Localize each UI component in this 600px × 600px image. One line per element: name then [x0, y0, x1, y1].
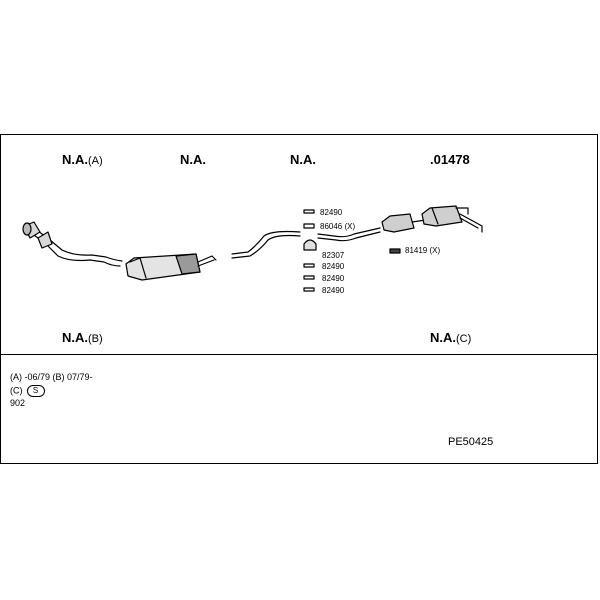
part-number-82490-b: 82490	[322, 262, 345, 271]
intermediate-pipe	[231, 230, 301, 259]
front-silencer	[125, 253, 217, 281]
clamp-icons	[303, 209, 401, 292]
label-na-b: N.A.(B)	[62, 330, 103, 345]
diagram-reference: PE50425	[448, 436, 494, 448]
label-part-01478: .01478	[430, 152, 470, 167]
part-number-86046: 86046 (X)	[320, 222, 356, 231]
diagram-frame	[0, 134, 598, 464]
part-number-82490-c: 82490	[322, 274, 345, 283]
front-pipe	[22, 221, 123, 267]
date-range-note: (A) -06/79 (B) 07/79-	[10, 372, 93, 382]
label-na-a: N.A.(A)	[62, 152, 103, 167]
diagram-divider	[0, 354, 598, 355]
s-symbol-icon: S	[26, 385, 45, 397]
variant-note: (C)S	[10, 385, 45, 397]
part-number-82490-a: 82490	[320, 208, 343, 217]
center-pipe	[317, 227, 381, 242]
label-na-c: N.A.(C)	[430, 330, 472, 345]
label-na-3: N.A.	[290, 152, 316, 167]
part-number-82307: 82307	[322, 251, 345, 260]
code-note: 902	[10, 398, 26, 408]
label-na-2: N.A.	[180, 152, 206, 167]
part-number-81419: 81419 (X)	[405, 246, 441, 255]
part-number-82490-d: 82490	[322, 286, 345, 295]
rear-silencers	[381, 205, 483, 233]
